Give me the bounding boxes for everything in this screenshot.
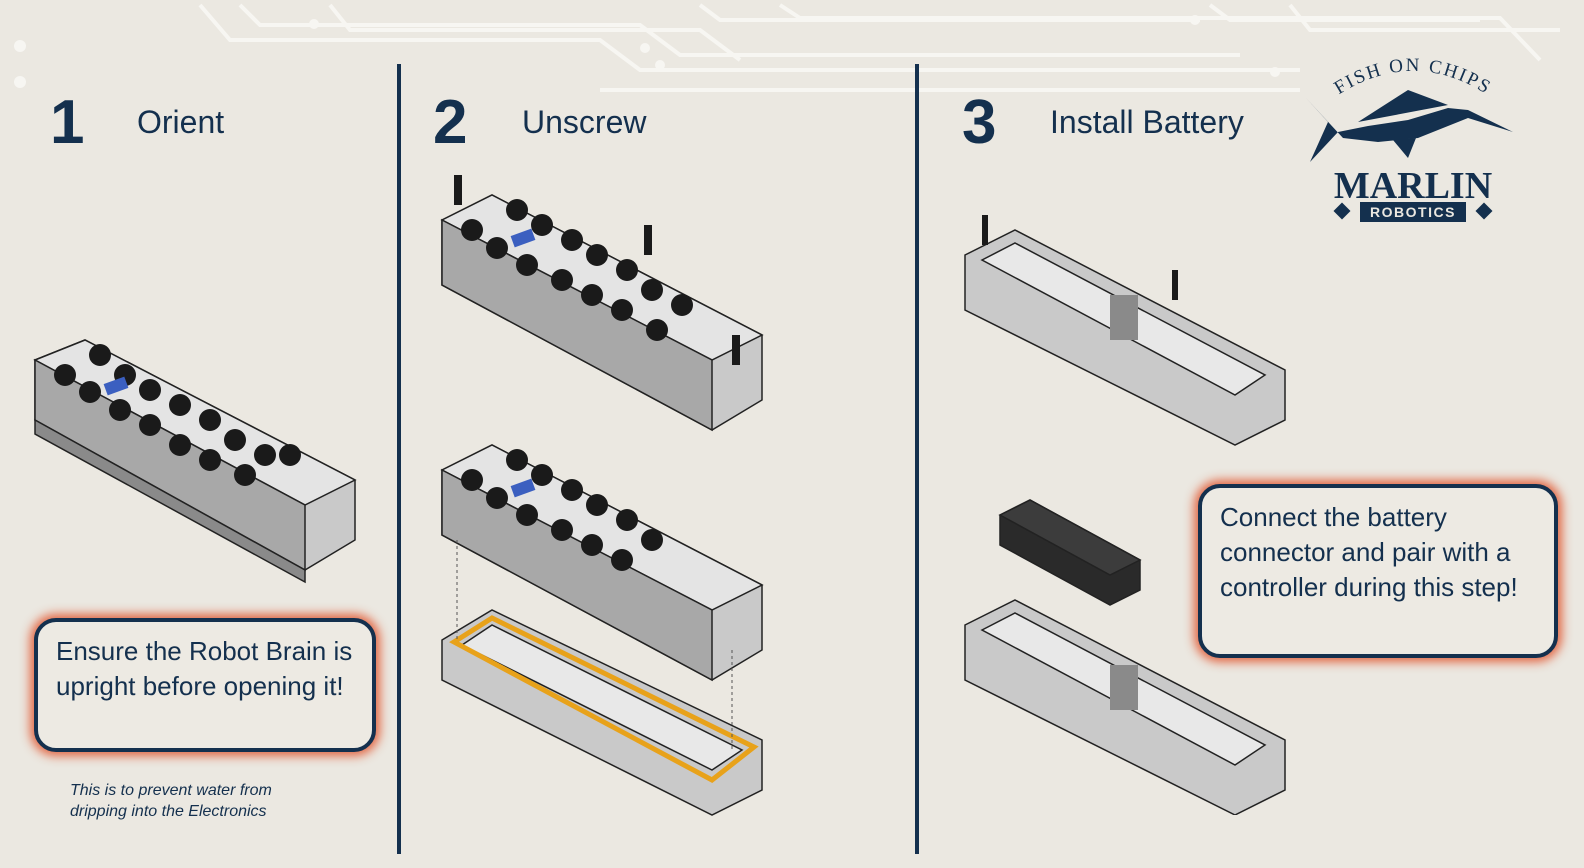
marlin-fish-icon: [1306, 90, 1513, 162]
column-divider: [915, 64, 919, 854]
robot-brain-unscrew-illustration: [440, 175, 764, 432]
logo-name: MARLIN: [1334, 165, 1492, 207]
column-divider: [397, 64, 401, 854]
circuit-decoration: [14, 3, 1560, 92]
logo-sub: ROBOTICS: [1370, 204, 1456, 220]
battery-tip-note: Connect the battery connector and pair w…: [1198, 484, 1558, 658]
marlin-robotics-logo: FISH ON CHIPS MARLIN ROBOTICS: [1306, 55, 1513, 222]
battery-base-illustration: [964, 215, 1286, 446]
step-2-title: Unscrew: [522, 104, 647, 140]
step-2-number: 2: [433, 88, 468, 157]
orient-footnote: This is to prevent water from dripping i…: [70, 782, 272, 820]
step-3-number: 3: [962, 88, 997, 157]
step-1-number: 1: [50, 88, 85, 157]
robot-brain-opened-illustration: [440, 444, 764, 816]
orient-warning-note: Ensure the Robot Brain is upright before…: [34, 618, 376, 752]
robot-brain-closed-illustration: [33, 339, 357, 584]
battery-install-illustration: [964, 499, 1286, 815]
step-3-title: Install Battery: [1050, 104, 1244, 140]
step-1-title: Orient: [137, 104, 225, 140]
